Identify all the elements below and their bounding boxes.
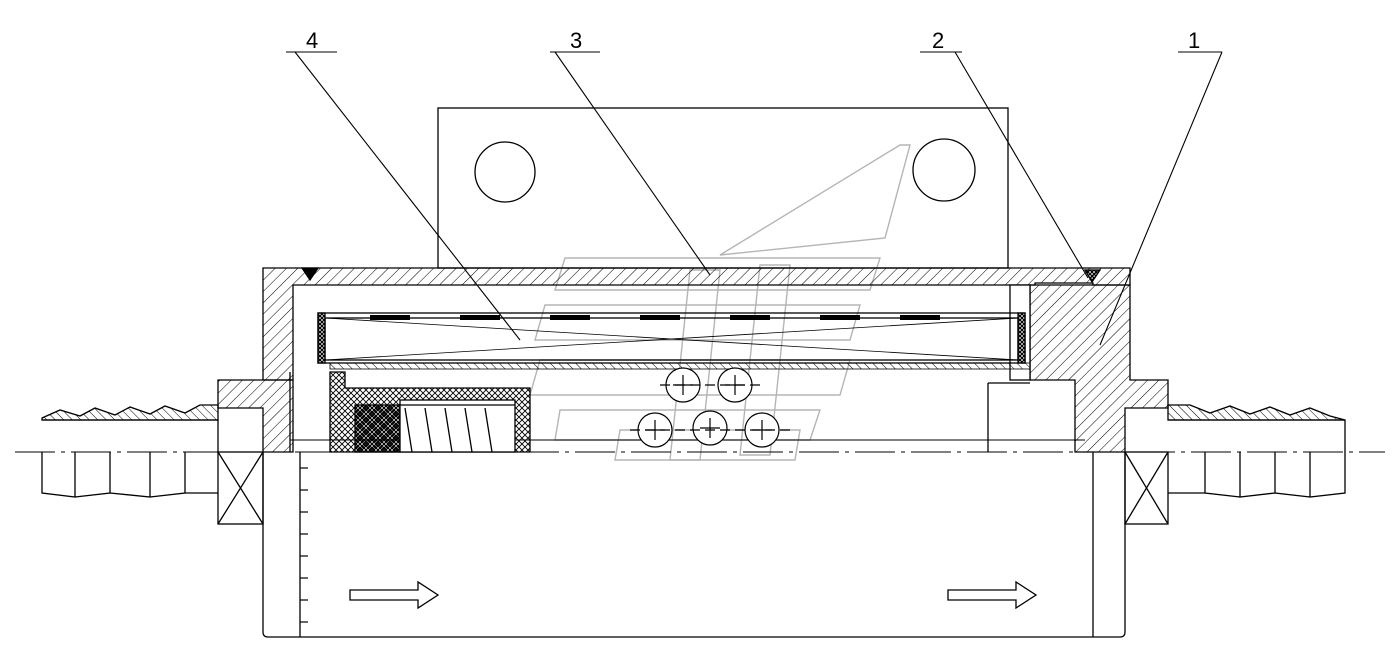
left-hose-fitting [41,404,264,525]
element-part-4 [317,312,1031,370]
mounting-hole-left [474,141,536,203]
wrench-flat-icon [1124,451,1169,525]
lower-housing [262,439,1126,638]
right-block-part-1 [1009,269,1169,453]
callout-label-2: 2 [932,28,945,53]
scale-ticks [300,467,308,623]
leader-lines [286,51,1223,346]
spring-assembly [289,371,1030,453]
leader-3 [550,51,711,276]
callout-label-1: 1 [1188,28,1201,53]
flow-arrow-icon [947,580,1038,610]
flow-arrow-icon [349,580,440,610]
leader-2 [920,51,1089,279]
mounting-bracket [437,107,1009,269]
wrench-flat-icon [217,451,264,525]
mounting-hole-right [912,138,976,202]
right-hose-fitting [1124,404,1346,525]
cover-part-3 [217,267,1131,453]
balls [630,367,790,448]
watermark-logo [529,144,911,461]
leader-1 [1099,51,1223,346]
leader-4 [286,51,521,341]
callout-label-4: 4 [306,28,319,53]
callout-label-3: 3 [570,28,583,53]
